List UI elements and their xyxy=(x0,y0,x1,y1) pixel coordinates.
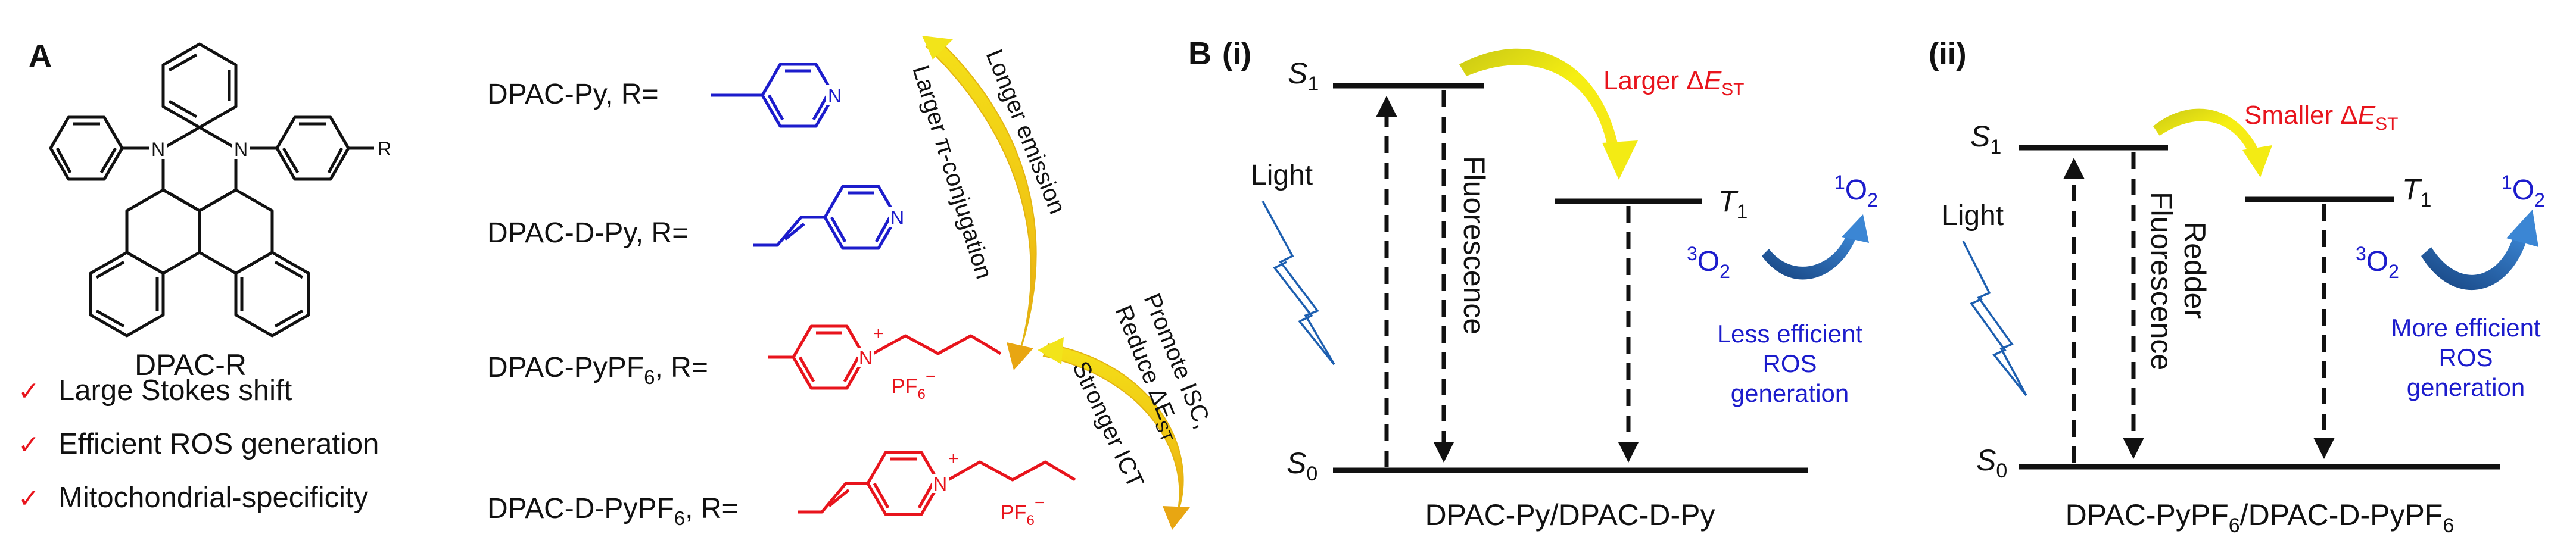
pyridinium-structure xyxy=(768,324,1002,390)
lightning-icon xyxy=(1261,201,1335,366)
s1-label: S1 xyxy=(1970,120,2001,158)
ros-text: ROS xyxy=(1762,349,1817,377)
caption: DPAC-Py/DPAC-D-Py xyxy=(1425,498,1715,532)
ros-text: More efficient xyxy=(2391,314,2541,342)
n-atom: N xyxy=(933,473,947,495)
compound-dpac-py: DPAC-Py, R= N xyxy=(487,63,844,128)
isc-arrow xyxy=(2153,108,2260,156)
feature-text: Large Stokes shift xyxy=(58,374,292,407)
panel-b-ii: (ii) S1 T1 S0 Light Redder Fluorescence … xyxy=(1929,37,2545,537)
t1-label: T1 xyxy=(2402,173,2431,211)
n-atom: N xyxy=(828,85,842,107)
n-mask xyxy=(826,85,844,105)
counter-ion: PF6− xyxy=(892,367,936,402)
compound-name: DPAC-D-Py, R= xyxy=(487,217,689,249)
emission-label: Fluorescence xyxy=(2145,192,2178,370)
trend-arrow-conjugation: Longer emission Larger π-conjugation xyxy=(907,36,1070,370)
isc-arrow xyxy=(1459,48,1619,151)
n-atom-right: N xyxy=(234,139,248,160)
ros-conversion-arrow xyxy=(1762,232,1857,280)
n-mask-left xyxy=(149,138,167,159)
s1-label: S1 xyxy=(1288,57,1319,95)
ros-arrow-head xyxy=(1842,214,1869,243)
r-group-label: R xyxy=(378,138,391,160)
panel-a-label: A xyxy=(29,38,52,74)
vinyl-pyridine-structure xyxy=(753,185,898,250)
gap-label: Smaller ΔEST xyxy=(2244,101,2398,134)
ros-text: Less efficient xyxy=(1717,320,1863,348)
subpanel-label: (i) xyxy=(1222,37,1251,71)
counter-ion: PF6− xyxy=(1001,493,1045,529)
ros-text: generation xyxy=(2407,373,2525,401)
n-atom: N xyxy=(859,347,873,368)
n-mask-right xyxy=(232,138,250,159)
caption: DPAC-PyPF6/DPAC-D-PyPF6 xyxy=(2066,498,2454,537)
triplet-oxygen: 3O2 xyxy=(2356,243,2399,282)
plus-charge: + xyxy=(873,324,884,343)
compound-name: DPAC-PyPF6, R= xyxy=(487,352,708,388)
feature-list: ✓ Large Stokes shift ✓ Efficient ROS gen… xyxy=(18,374,379,514)
panel-b-i: B (i) S1 T1 S0 Light Fluorescence Larger… xyxy=(1188,36,1878,532)
ros-text: generation xyxy=(1731,379,1849,407)
singlet-oxygen: 1O2 xyxy=(2502,171,2545,211)
lightning-icon xyxy=(1962,241,2027,396)
molecule-name: DPAC-R xyxy=(135,348,247,382)
subpanel-label: (ii) xyxy=(1929,37,1967,71)
compound-dpac-d-pypf6: DPAC-D-PyPF6, R= N + PF6− xyxy=(487,449,1076,529)
feature-text: Mitochondrial-specificity xyxy=(58,482,369,514)
gap-label: Larger ΔEST xyxy=(1603,66,1745,99)
n-atom: N xyxy=(890,207,904,229)
isc-arrow-head xyxy=(1602,140,1638,180)
ros-text: ROS xyxy=(2438,343,2493,371)
compound-dpac-pypf6: DPAC-PyPF6, R= N + PF6− xyxy=(487,324,1002,402)
panel-b-label: B xyxy=(1188,36,1211,71)
light-label: Light xyxy=(1251,160,1313,191)
compound-dpac-d-py: DPAC-D-Py, R= N xyxy=(487,185,907,250)
plus-charge: + xyxy=(948,449,959,469)
check-mark: ✓ xyxy=(18,377,40,406)
n-mask xyxy=(889,207,907,227)
dpac-core-structure xyxy=(49,42,374,338)
s0-label: S0 xyxy=(1976,444,2007,482)
panel-a: A xyxy=(18,36,1216,530)
emission-label: Redder xyxy=(2178,221,2211,319)
ros-arrow-head xyxy=(2506,210,2538,247)
light-label: Light xyxy=(1942,200,2004,232)
n-atom-left: N xyxy=(151,139,165,160)
singlet-oxygen: 1O2 xyxy=(1834,171,1878,211)
trend-arrow-ict: Promote ISC, Reduce ΔEST Stronger ICT xyxy=(1038,290,1216,530)
pyridine-structure xyxy=(711,63,836,128)
triplet-oxygen: 3O2 xyxy=(1687,243,1730,282)
t1-label: T1 xyxy=(1718,185,1748,223)
ros-conversion-arrow xyxy=(2421,232,2528,291)
fluorescence-label: Fluorescence xyxy=(1457,156,1491,335)
isc-arrow-head xyxy=(2242,145,2272,177)
feature-text: Efficient ROS generation xyxy=(58,428,379,460)
n-mask xyxy=(858,348,874,367)
n-mask xyxy=(932,474,949,493)
compound-name: DPAC-Py, R= xyxy=(487,79,659,110)
s0-label: S0 xyxy=(1287,446,1317,485)
check-mark: ✓ xyxy=(18,484,40,513)
check-mark: ✓ xyxy=(18,430,40,460)
compound-name: DPAC-D-PyPF6, R= xyxy=(487,493,739,529)
